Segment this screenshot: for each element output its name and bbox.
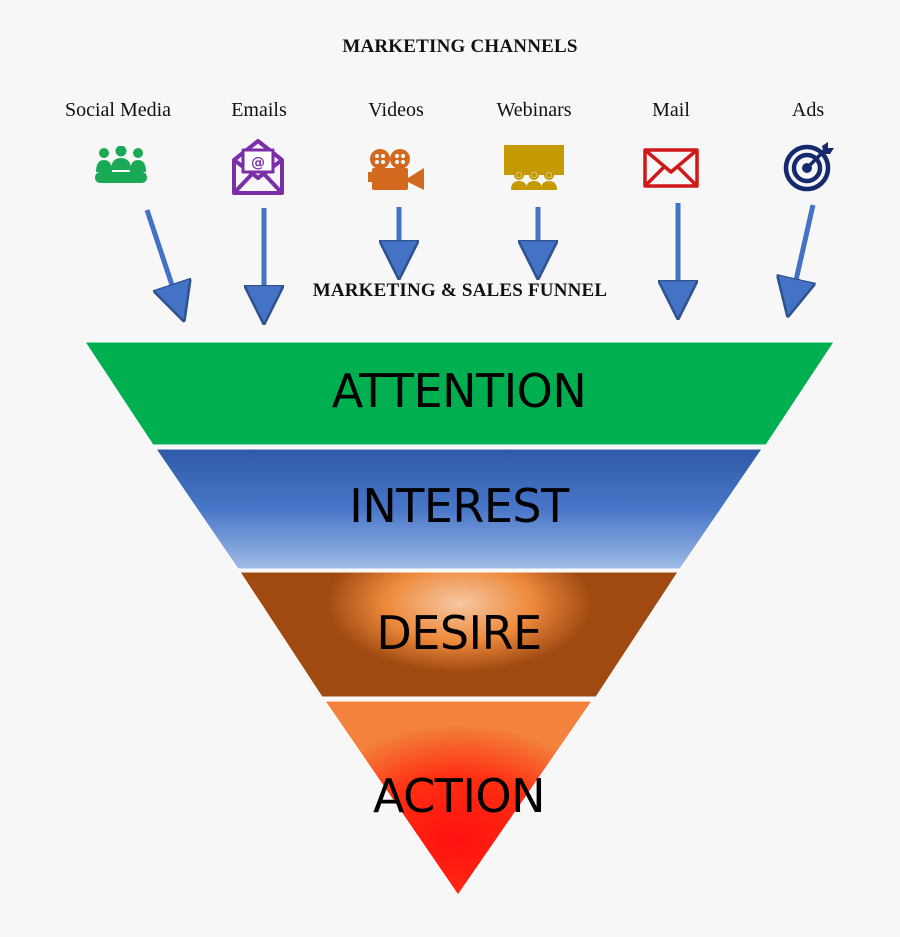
funnel-band-action	[324, 700, 593, 896]
funnel-band-interest	[155, 448, 763, 570]
channel-label-mail: Mail	[652, 99, 690, 121]
marketing-channels-heading: MARKETING CHANNELS	[342, 36, 578, 57]
presentation-audience-icon	[504, 145, 564, 190]
channel-label-emails: Emails	[231, 99, 287, 121]
arrow-social-media	[144, 209, 178, 303]
funnel-heading: MARKETING & SALES FUNNEL	[312, 280, 608, 301]
target-icon	[783, 142, 834, 192]
channel-label-webinars: Webinars	[496, 99, 572, 121]
channel-label-ads: Ads	[791, 99, 825, 121]
stage-label-attention: ATTENTION	[331, 364, 587, 418]
channel-label-videos: Videos	[368, 99, 424, 121]
svg-text:@: @	[251, 155, 265, 171]
arrow-ads	[792, 204, 813, 298]
stage-label-desire: DESIRE	[376, 606, 542, 660]
funnel-band-attention	[84, 341, 835, 446]
group-people-icon	[95, 146, 147, 183]
email-envelope-icon: @	[232, 139, 284, 195]
channel-label-social-media: Social Media	[64, 99, 172, 121]
video-camera-icon	[368, 149, 424, 190]
mail-envelope-icon	[643, 148, 699, 188]
stage-label-action: ACTION	[372, 769, 546, 823]
funnel-band-desire	[239, 571, 679, 698]
stage-label-interest: INTEREST	[349, 479, 569, 533]
